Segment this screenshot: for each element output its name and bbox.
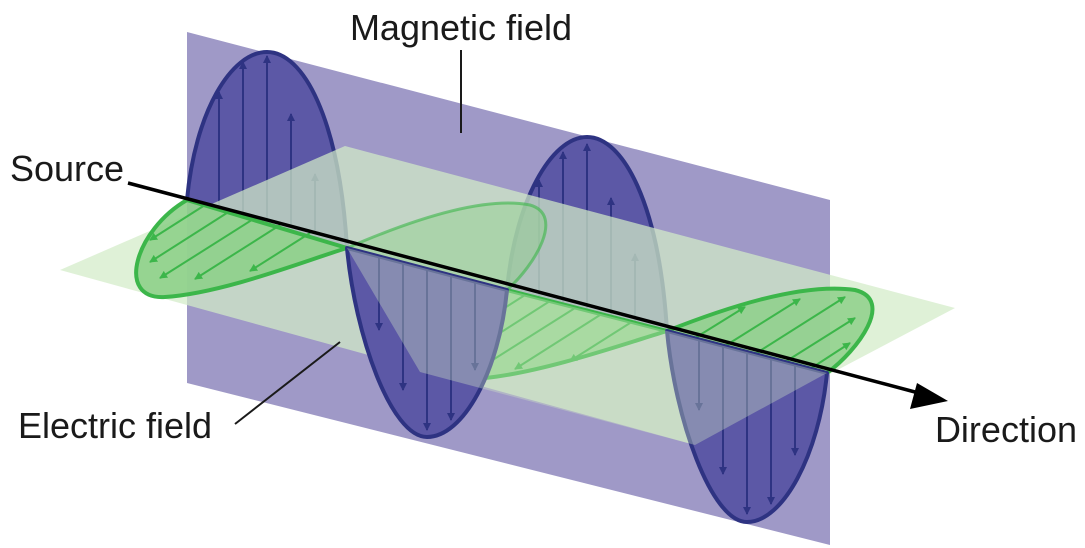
source-label: Source (10, 148, 124, 189)
direction-arrowhead (910, 383, 948, 409)
direction-label: Direction (935, 409, 1077, 450)
electric-wave (134, 198, 875, 381)
propagation-axis (127, 181, 916, 394)
electric-leader-line (234, 341, 341, 425)
electric-field-label: Electric field (18, 405, 212, 446)
magnetic-vectors-lower (375, 256, 799, 515)
magnetic-field-label: Magnetic field (350, 7, 572, 48)
electric-vectors (149, 204, 856, 370)
magnetic-wave-lower (345, 246, 829, 524)
